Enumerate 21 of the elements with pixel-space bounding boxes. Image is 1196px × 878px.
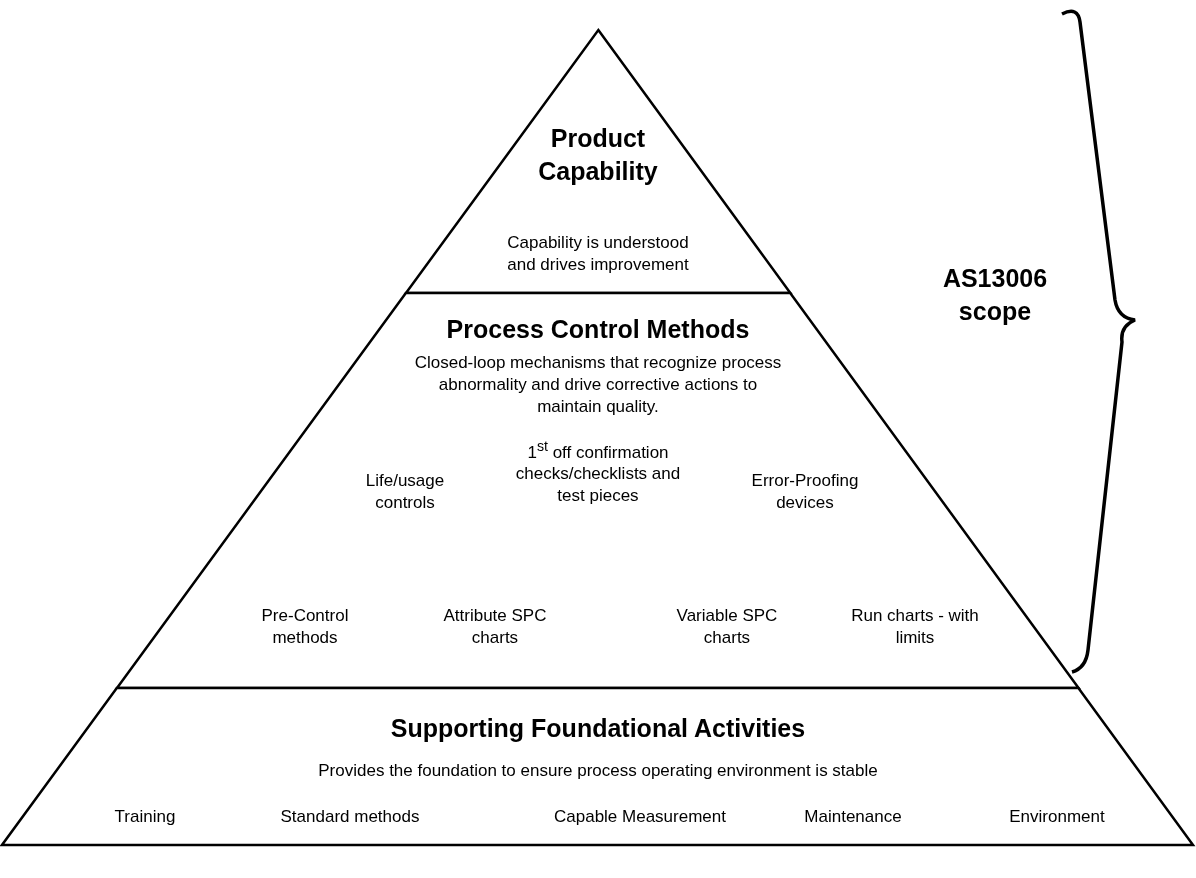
- section-text: Pre-Control methods: [260, 605, 350, 649]
- section-text: Provides the foundation to ensure process operating environment is stable: [317, 760, 879, 782]
- section-text: Training: [113, 806, 177, 828]
- pyramid-top-section: [405, 30, 790, 293]
- scope-label: AS13006 scope: [941, 263, 1049, 327]
- section-text: 1$^{st}$ off confirmation checks/checklists and test pieces: [514, 437, 682, 507]
- section-heading: Process Control Methods: [445, 314, 751, 345]
- section-text: Environment: [1008, 806, 1106, 828]
- section-heading: Product Capability: [537, 123, 659, 187]
- section-text: Life/usage controls: [364, 470, 446, 514]
- section-text: Attribute SPC charts: [442, 605, 548, 649]
- section-text: Closed-loop mechanisms that recognize process abnormality and drive corrective actions to maintain quality.: [413, 352, 783, 418]
- pyramid-base-section: [2, 688, 1193, 845]
- section-text: Variable SPC charts: [675, 605, 779, 649]
- section-text: Run charts - with limits: [850, 605, 980, 649]
- section-text: Capability is understood and drives improvement: [506, 232, 690, 276]
- section-text: Capable Measurement: [553, 806, 727, 828]
- section-text: Maintenance: [803, 806, 903, 828]
- section-text: Standard methods: [279, 806, 421, 828]
- section-heading: Supporting Foundational Activities: [389, 713, 807, 744]
- section-text: Error-Proofing devices: [750, 470, 860, 514]
